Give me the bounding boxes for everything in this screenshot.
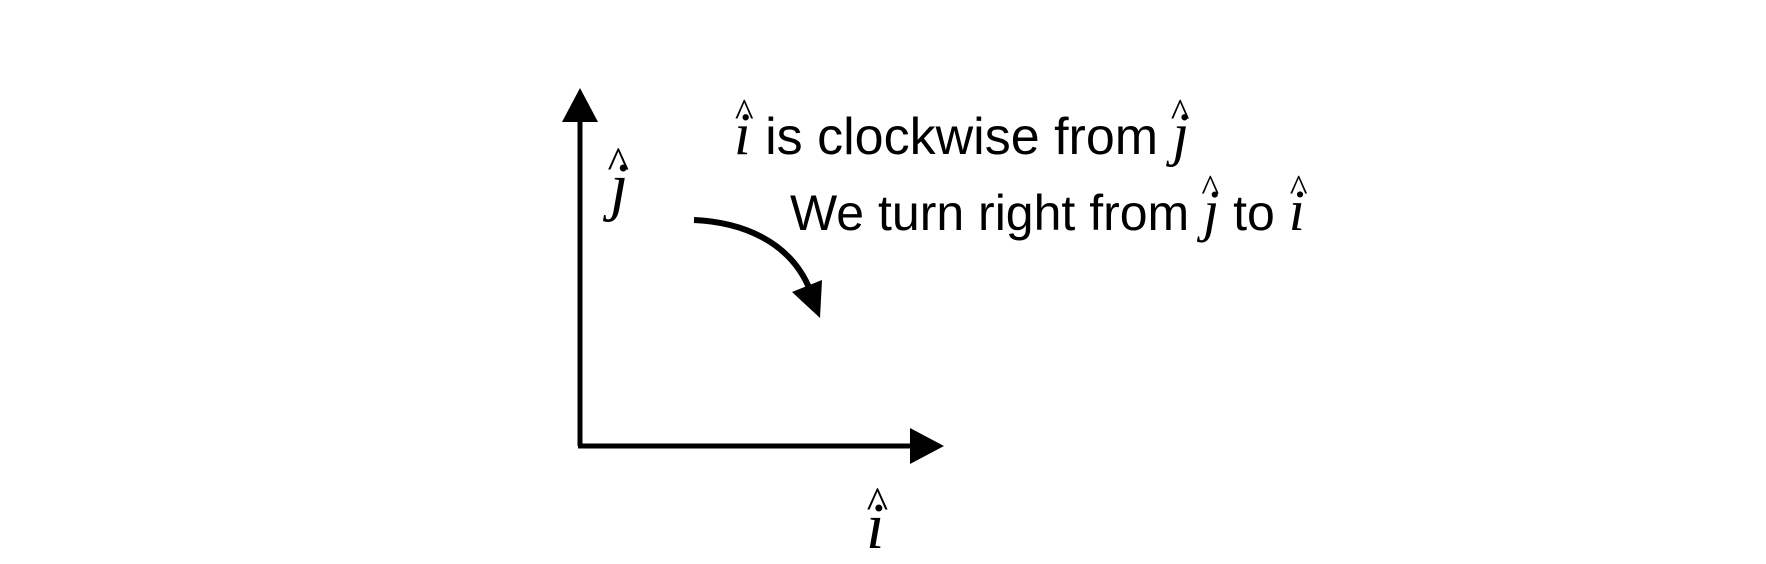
statement-subject: i — [734, 101, 751, 167]
clockwise-statement: i is clockwise from j — [734, 101, 1189, 167]
clockwise-turn-arrow — [693, 217, 813, 292]
i-axis-arrowhead — [910, 428, 944, 464]
statement-subject-hat: ^ — [735, 90, 754, 135]
statement-middle: is clockwise from — [751, 108, 1173, 166]
j-axis-arrowhead — [562, 88, 598, 122]
turn-from-hat: ^ — [1201, 168, 1219, 210]
turn-joiner: to — [1219, 185, 1288, 241]
j-hat-axis-label: j ^ — [602, 137, 629, 223]
statement-object-hat: ^ — [1171, 90, 1190, 135]
i-hat-axis-label: i ^ — [866, 477, 888, 563]
i-axis-letter: i — [866, 490, 884, 563]
clockwise-turn-arrowhead — [792, 280, 822, 318]
turn-to: i — [1289, 178, 1305, 243]
i-axis-hat: ^ — [867, 477, 889, 528]
turn-to-hat: ^ — [1290, 168, 1308, 210]
turn-lead: We turn right from — [790, 185, 1203, 241]
j-axis-hat: ^ — [608, 137, 630, 188]
turn-description: We turn right from j to i — [790, 178, 1305, 243]
